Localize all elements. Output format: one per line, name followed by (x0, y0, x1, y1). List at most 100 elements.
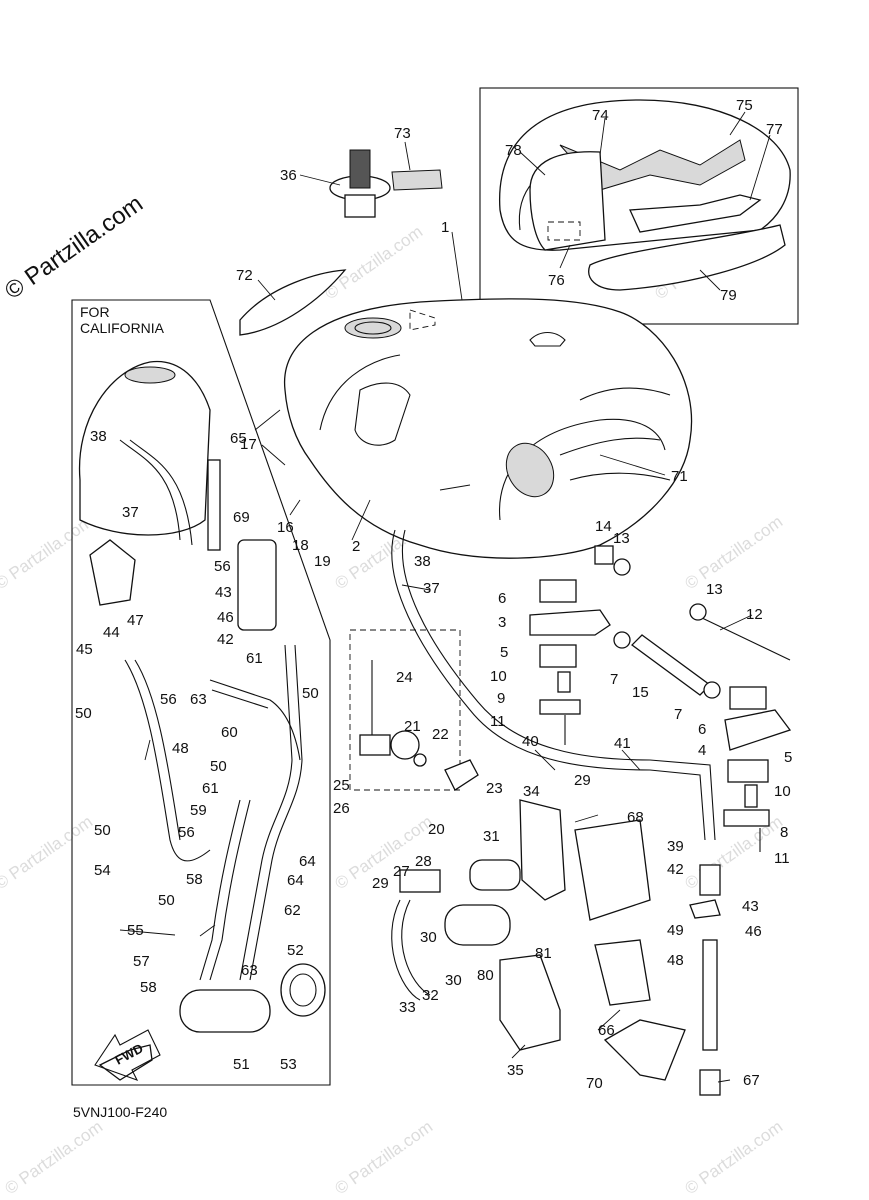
callout-54: 54 (94, 862, 111, 879)
callout-29b: 29 (574, 772, 591, 789)
callout-22: 22 (432, 726, 449, 743)
callout-37b: 37 (423, 580, 440, 597)
callout-60: 60 (221, 724, 238, 741)
inset-title-line2: CALIFORNIA (80, 320, 165, 336)
callout-59: 59 (190, 802, 207, 819)
callout-72: 72 (236, 267, 253, 284)
callout-5a: 5 (500, 644, 508, 661)
callout-41: 41 (614, 735, 631, 752)
callout-46b: 46 (745, 923, 762, 940)
callout-47: 47 (127, 612, 144, 629)
callout-42b: 42 (667, 861, 684, 878)
callout-45: 45 (76, 641, 93, 658)
callout-43b: 43 (742, 898, 759, 915)
callout-40: 40 (522, 733, 539, 750)
inset-title-line1: FOR (80, 304, 110, 320)
callout-50e: 50 (158, 892, 175, 909)
callout-16: 16 (277, 519, 294, 536)
callout-38a: 38 (90, 428, 107, 445)
callout-17: 17 (240, 436, 257, 453)
callout-58a: 58 (186, 871, 203, 888)
callout-32: 32 (422, 987, 439, 1004)
callout-61a: 61 (246, 650, 263, 667)
callout-78: 78 (505, 142, 522, 159)
callout-10b: 10 (774, 783, 791, 800)
callout-8: 8 (780, 824, 788, 841)
callout-63b: 63 (241, 962, 258, 979)
callout-6a: 6 (498, 590, 506, 607)
callout-66: 66 (598, 1022, 615, 1039)
callout-5b: 5 (784, 749, 792, 766)
callout-15: 15 (632, 684, 649, 701)
watermark: © Partzilla.com (0, 812, 96, 893)
callout-67: 67 (743, 1072, 760, 1089)
callout-48b: 48 (667, 952, 684, 969)
callout-21: 21 (404, 718, 421, 735)
callout-37a: 37 (122, 504, 139, 521)
callout-76: 76 (548, 272, 565, 289)
callout-38b: 38 (414, 553, 431, 570)
callout-75: 75 (736, 97, 753, 114)
callout-11b: 11 (774, 850, 790, 867)
callout-61b: 61 (202, 780, 219, 797)
callout-9: 9 (497, 690, 505, 707)
callout-26: 26 (333, 800, 350, 817)
callout-30b: 30 (445, 972, 462, 989)
callout-42a: 42 (217, 631, 234, 648)
callout-81: 81 (535, 945, 552, 962)
callout-13b: 13 (706, 581, 723, 598)
callout-69: 69 (233, 509, 250, 526)
fuel-cap-assembly (239, 149, 443, 336)
callout-70: 70 (586, 1075, 603, 1092)
callout-50a: 50 (75, 705, 92, 722)
callout-50c: 50 (210, 758, 227, 775)
callout-51: 51 (233, 1056, 250, 1073)
callout-77: 77 (766, 121, 783, 138)
callout-35: 35 (507, 1062, 524, 1079)
callout-25: 25 (333, 777, 350, 794)
callout-28: 28 (415, 853, 432, 870)
callout-6b: 6 (698, 721, 706, 738)
callout-27: 27 (393, 863, 410, 880)
callout-14: 14 (595, 518, 612, 535)
callout-2: 2 (352, 538, 360, 555)
callout-68: 68 (627, 809, 644, 826)
fuel-pump-and-filter (349, 529, 721, 1096)
callout-30a: 30 (420, 929, 437, 946)
callout-63a: 63 (190, 691, 207, 708)
tank-mounting-hardware (529, 545, 792, 852)
callout-18: 18 (292, 537, 309, 554)
tank-graphics-inset (479, 87, 799, 325)
callout-73: 73 (394, 125, 411, 142)
callout-57: 57 (133, 953, 150, 970)
callout-48a: 48 (172, 740, 189, 757)
callout-13a: 13 (613, 530, 630, 547)
callout-39: 39 (667, 838, 684, 855)
callout-56c: 56 (178, 824, 195, 841)
callout-3: 3 (498, 614, 506, 631)
watermark: © Partzilla.com (321, 222, 426, 303)
callout-23: 23 (486, 780, 503, 797)
callout-12: 12 (746, 606, 763, 623)
copyright-label: © Partzilla.com (0, 190, 148, 305)
watermark: © Partzilla.com (0, 512, 96, 593)
callout-44: 44 (103, 624, 120, 641)
callout-52: 52 (287, 942, 304, 959)
callout-53: 53 (280, 1056, 297, 1073)
leader-lines (119, 111, 771, 1083)
callout-layer: 1 2 3 4 5 5 6 6 7 7 8 9 10 10 11 11 12 1… (75, 97, 792, 1092)
california-inset (71, 299, 331, 1086)
callout-20: 20 (428, 821, 445, 838)
callout-58b: 58 (140, 979, 157, 996)
callout-65: 65 (230, 430, 247, 447)
watermark: © Partzilla.com (1, 1117, 106, 1198)
callout-49: 49 (667, 922, 684, 939)
callout-33: 33 (399, 999, 416, 1016)
watermark: © Partzilla.com (331, 1117, 436, 1198)
callout-34: 34 (523, 783, 540, 800)
callout-80: 80 (477, 967, 494, 984)
callout-1: 1 (441, 219, 449, 236)
callout-56a: 56 (214, 558, 231, 575)
callout-62: 62 (284, 902, 301, 919)
